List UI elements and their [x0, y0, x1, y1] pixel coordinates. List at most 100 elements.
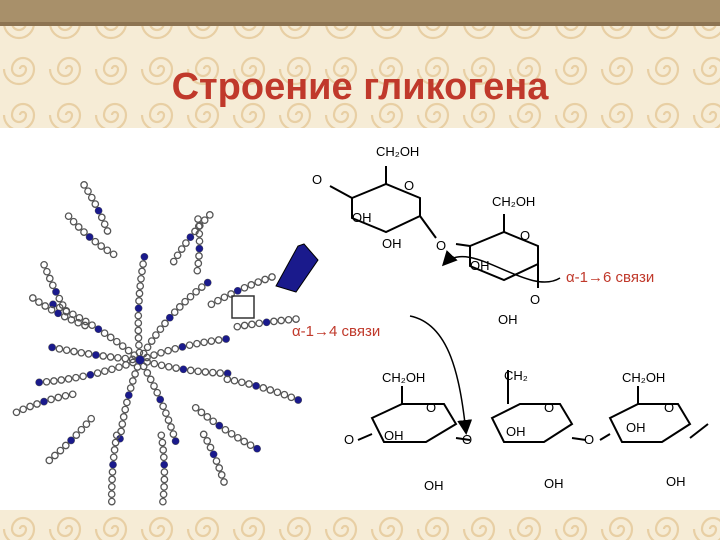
glucose-residue [234, 433, 242, 442]
glucose-residue [156, 325, 165, 334]
glucose-residue [47, 305, 56, 314]
ring-oxygen-top-1: O [404, 178, 414, 193]
glucose-residue [33, 400, 41, 408]
glucose-residue [143, 343, 152, 352]
glucose-residue [64, 375, 73, 383]
glucose-residue [122, 361, 130, 369]
branch-point-icon [179, 343, 186, 351]
glucose-residue [47, 395, 55, 404]
branch-point-icon [215, 422, 223, 429]
glucose-residue [146, 375, 155, 384]
glucose-residue [62, 346, 71, 355]
glucose-residue [157, 361, 166, 370]
branch-point-icon [48, 344, 56, 351]
branch-point-icon [204, 279, 212, 286]
glucose-residue [193, 339, 201, 348]
glucose-residue [91, 237, 100, 246]
glucose-residue [108, 475, 116, 484]
branch-point-icon [156, 396, 164, 403]
glucose-residue [80, 181, 88, 189]
glucose-residue [162, 409, 170, 418]
glucose-residue [67, 315, 76, 324]
glucose-residue [74, 318, 83, 327]
glucose-residue [159, 402, 167, 411]
branch-point-icon [92, 351, 100, 359]
glucose-residue [107, 490, 116, 499]
glucose-residue [207, 337, 216, 345]
glucose-residue [40, 260, 48, 269]
glucose-residue [248, 320, 256, 329]
glycosidic-oxygen-left: O [312, 172, 322, 187]
glucose-residue [123, 398, 131, 407]
glucose-residue [237, 378, 246, 387]
glucose-residue [240, 437, 249, 446]
glycogen-figure: CH₂OH CH₂OH O O OH OH OH OH O O O CH₂OH … [12, 144, 709, 506]
glucose-residue [109, 453, 118, 462]
alpha16-pointer-arrow [441, 250, 561, 283]
slide-title: Строение гликогена [171, 66, 549, 108]
glucose-residue [109, 250, 118, 259]
glucose-residue [118, 342, 127, 350]
glucose-residue [160, 475, 169, 484]
oh-label-top-2: OH [382, 236, 402, 251]
glucose-residue [134, 319, 143, 327]
glucose-residue [93, 369, 102, 377]
glucose-residue [261, 275, 269, 284]
glucose-residue [80, 228, 88, 236]
glucose-residue [35, 298, 43, 306]
glycosidic-oxygen-bottom-left: O [344, 432, 354, 447]
glycosidic-oxygen-bottom-2: O [584, 432, 594, 447]
glucose-residue [51, 451, 59, 460]
glucose-residue [138, 267, 146, 276]
glucose-residue [203, 413, 212, 421]
glucose-residue [106, 333, 115, 342]
glucose-residue [133, 363, 142, 371]
glucose-residue [117, 427, 125, 436]
glucose-residue [164, 362, 173, 371]
glucose-residue [19, 405, 28, 414]
glucose-residue [194, 215, 202, 223]
branch-point-icon [253, 445, 261, 453]
ring-oxygen-top-2: O [520, 228, 530, 243]
glucose-residue [200, 216, 209, 225]
glucose-residue [45, 274, 54, 283]
glucose-residue [112, 337, 121, 346]
glucose-residue [259, 384, 268, 392]
branch-point-icon [187, 233, 194, 241]
glucose-residue [220, 293, 229, 302]
glucose-residue [103, 227, 112, 235]
glucose-residue [153, 388, 162, 397]
branch-point-icon [263, 318, 270, 326]
branch-point-icon [125, 391, 133, 399]
glucose-residue [240, 283, 249, 292]
glucose-residue [69, 217, 78, 226]
ch2oh-label-bottom-1: CH₂OH [382, 370, 425, 385]
oh-label-bottom-6: OH [666, 474, 686, 489]
glucose-residue [157, 348, 165, 357]
glucose-residue [177, 245, 186, 253]
glucose-residue [147, 337, 156, 345]
glucose-residue [245, 380, 253, 388]
glucose-residue [130, 351, 139, 360]
branch-point-icon [160, 461, 168, 469]
glucose-residue [107, 497, 116, 506]
glucose-residue [77, 425, 86, 434]
glucose-residue [97, 242, 106, 250]
glucose-residue [266, 386, 275, 394]
branch-point-icon [95, 207, 102, 215]
glucose-residue [55, 345, 64, 353]
glucose-residue [114, 353, 122, 362]
glucose-residue [82, 420, 91, 429]
glucose-residue [203, 437, 212, 445]
oh-label-bottom-4: OH [424, 478, 444, 493]
branch-point-icon [210, 450, 218, 458]
glucose-residue [135, 289, 144, 298]
glucose-residue [200, 338, 208, 347]
glucose-residue [136, 282, 145, 290]
glucose-residue [233, 322, 242, 331]
glucose-residue [214, 336, 223, 344]
glucose-residue [171, 344, 180, 353]
glucose-residue [197, 408, 206, 417]
glucose-residue [143, 369, 152, 377]
